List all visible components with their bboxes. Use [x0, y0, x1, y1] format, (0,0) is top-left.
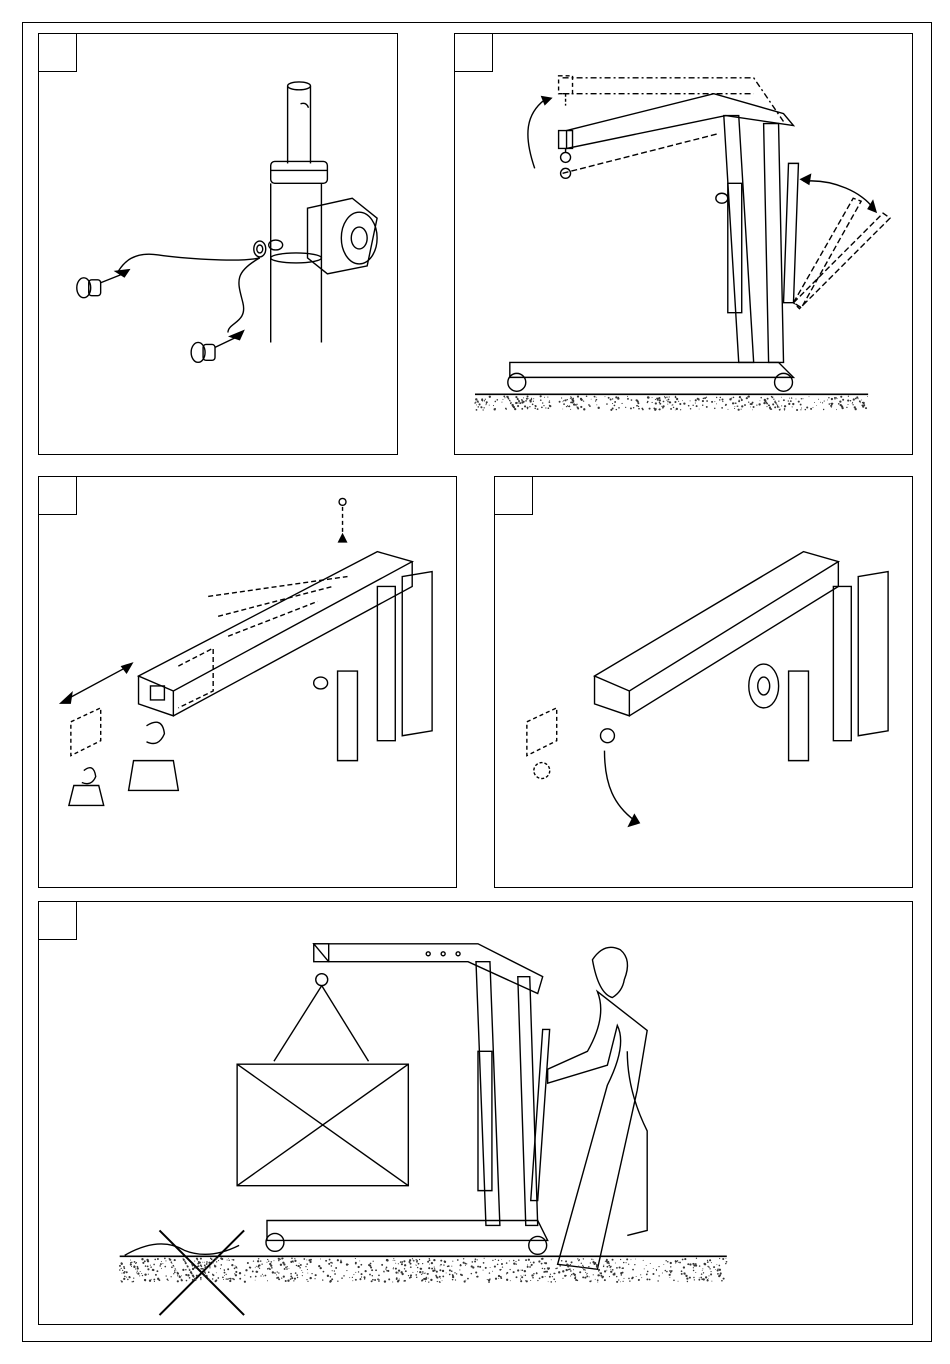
step-number-box	[39, 902, 77, 940]
arrow-icon	[121, 662, 134, 674]
arrow-icon	[799, 173, 811, 185]
crossed-out-icon	[125, 1230, 244, 1315]
panel-moving-load	[38, 901, 913, 1325]
crane-boom-illustration	[455, 34, 912, 454]
ground-texture	[474, 394, 868, 411]
panel-lowering	[494, 476, 913, 888]
arrow-icon	[338, 533, 348, 543]
ground-texture	[119, 1256, 727, 1283]
arrow-icon	[59, 691, 73, 704]
arrow-icon	[867, 199, 877, 213]
panel-release-valve	[38, 33, 398, 455]
lowering-illustration	[495, 477, 912, 887]
step-number-box	[39, 477, 77, 515]
cylinder-valve-illustration	[39, 34, 397, 454]
boom-extension-illustration	[39, 477, 456, 887]
moving-crane-illustration	[39, 902, 912, 1324]
panel-boom-adjust	[454, 33, 913, 455]
step-number-box	[495, 477, 533, 515]
step-number-box	[455, 34, 493, 72]
arrow-icon	[228, 330, 245, 341]
step-number-box	[39, 34, 77, 72]
panel-boom-extension	[38, 476, 457, 888]
